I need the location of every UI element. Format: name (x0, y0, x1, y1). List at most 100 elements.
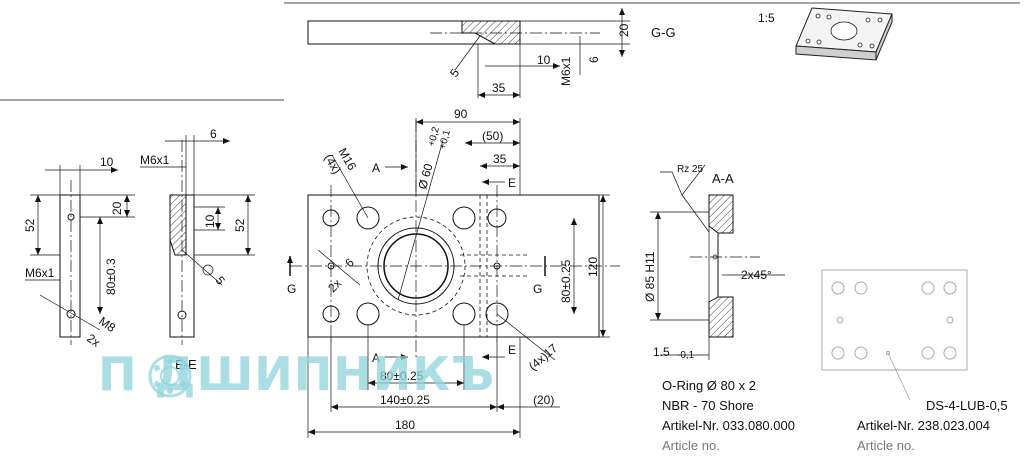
side-hole (177, 310, 187, 320)
ee-dim-m8-label: M8 (96, 314, 118, 335)
front-dim-6-label: 6 (342, 255, 357, 270)
ee-m8-leader (39, 294, 101, 331)
front-dim-180-label: 180 (395, 418, 415, 432)
aa-dim-85-label: Ø 85 H11 (643, 251, 657, 302)
front-dim-80-v-label: 80±0.25 (559, 259, 573, 303)
section-aa-view: Ø 85 H11 Rz 25 A-A 2x45° 1.5 -0,1 (643, 164, 785, 361)
front-hole-r1 (487, 208, 507, 228)
gg-dim-35-label: 35 (492, 81, 506, 95)
iso-hole-2 (826, 14, 832, 20)
front-g-label-left: G (287, 282, 296, 296)
lub-line1: DS-4-LUB-0,5 (926, 398, 1008, 413)
front-dim-120-label: 120 (586, 257, 600, 277)
aa-chamfer-label: 2x45° (741, 268, 772, 282)
aa-roughness-leader (681, 194, 710, 233)
aa-thick-tol: -0,1 (677, 350, 695, 361)
front-m16-hole-bl (356, 302, 380, 326)
aa-hatch-top (708, 194, 734, 234)
ee-plate-outline (59, 194, 81, 338)
parts-list: O-Ring Ø 80 x 2 NBR - 70 Shore Artikel-N… (662, 378, 1008, 453)
front-hole-6a (327, 262, 335, 270)
lub-plate-view (821, 269, 968, 401)
lub-hole-11 (886, 351, 890, 355)
aa-hatch-bottom (708, 296, 734, 338)
aa-section-label: A-A (712, 171, 734, 186)
front-dim-140-label: 140±0.25 (380, 393, 430, 407)
ee-dim-10-label: 10 (100, 155, 114, 169)
aa-roughness-label: Rz 25 (677, 164, 704, 175)
ee-hole-top (67, 213, 75, 221)
gg-dim-m6-label: M6x1 (559, 56, 573, 86)
ee-dim-20-label: 20 (110, 201, 124, 215)
front-hole-l1 (322, 209, 340, 227)
front-dim-35-label: 35 (493, 152, 507, 166)
iso-center-hole (830, 21, 858, 41)
lub-article: Article no. (857, 438, 915, 453)
ee-dim-m6-label: M6x1 (25, 266, 55, 280)
lub-hole-4 (943, 281, 957, 295)
lub-artikel: Artikel-Nr. 238.023.004 (857, 418, 990, 433)
gg-dim-5-label: 5 (447, 66, 462, 80)
front-dim-dia60-label: Ø 60 (415, 162, 435, 191)
front-a-label-bot: A (372, 351, 380, 365)
front-dim-50-label: (50) (482, 129, 503, 143)
oring-line2: NBR - 70 Shore (662, 398, 754, 413)
side-dim-6-label: 6 (210, 127, 217, 141)
oring-article: Article no. (662, 438, 720, 453)
lub-leader (887, 352, 911, 401)
lub-hole-5 (831, 346, 845, 360)
iso-hole-5 (805, 38, 811, 44)
side-hatch (169, 194, 187, 256)
watermark-ball-4 (167, 388, 173, 394)
lub-hole-6 (854, 346, 868, 360)
front-dia17-leader (496, 313, 556, 361)
lub-hole-1 (831, 281, 845, 295)
scale-label: 1:5 (758, 11, 775, 25)
gg-dim-6-label: 6 (587, 56, 601, 63)
aa-hole (712, 254, 718, 260)
front-g-label-right: G (533, 282, 542, 296)
front-dim-90-label: 90 (454, 107, 468, 121)
watermark-bearing-inner (160, 366, 180, 386)
gg-dim-10-label: 10 (537, 53, 551, 67)
oring-artikel: Artikel-Nr. 033.080.000 (662, 418, 795, 433)
front-hole-6b (493, 262, 501, 270)
front-bore-hidden (366, 216, 466, 316)
front-dia6-leader (317, 249, 361, 286)
iso-hole-4 (877, 17, 883, 23)
watermark-bearing-outer (148, 354, 192, 398)
side-dim-52-label: 52 (233, 218, 247, 232)
iso-hole-3 (865, 17, 871, 23)
isometric-plate-view (795, 7, 893, 61)
side-dia-symbol (202, 264, 214, 276)
front-dim-80-h-label: 80±0.25 (380, 369, 424, 383)
front-hole-r2 (485, 302, 509, 326)
lub-plate-outline (821, 269, 968, 371)
front-e-label-top: E (508, 176, 516, 190)
iso-hole-8 (869, 43, 875, 49)
front-a-label-top: A (372, 161, 380, 175)
front-m16-hole-tl (356, 206, 380, 230)
front-bore-inner (383, 233, 449, 299)
section-ee-view: 10 20 52 M6x1 80±0.3 2x M8 E-E (23, 155, 197, 372)
ee-dim-80-label: 80±0.3 (104, 258, 118, 295)
iso-hole-1 (815, 13, 821, 19)
side-view: 6 M6x1 10 52 5 (140, 127, 255, 345)
ee-dim-52-label: 52 (23, 218, 37, 232)
front-dia60-leader (397, 139, 444, 301)
front-hole-l2 (322, 305, 340, 323)
front-dim-dia60-tol-upper: +0,2 (426, 125, 442, 147)
gg-dim-5-leader (454, 35, 481, 71)
front-e-label-bot: E (508, 343, 516, 357)
front-dim-6-count: 2x (325, 276, 344, 295)
lub-hole-7 (921, 346, 935, 360)
gg-section-label: G-G (651, 25, 676, 40)
side-dim-5-label: 5 (213, 274, 228, 288)
watermark-ball-2 (180, 365, 186, 371)
front-m16-leader (331, 154, 369, 219)
watermark-ball-5 (154, 381, 160, 387)
front-m16-hole-br (452, 302, 476, 326)
oring-line1: O-Ring Ø 80 x 2 (662, 378, 756, 393)
iso-hole-7 (857, 42, 863, 48)
